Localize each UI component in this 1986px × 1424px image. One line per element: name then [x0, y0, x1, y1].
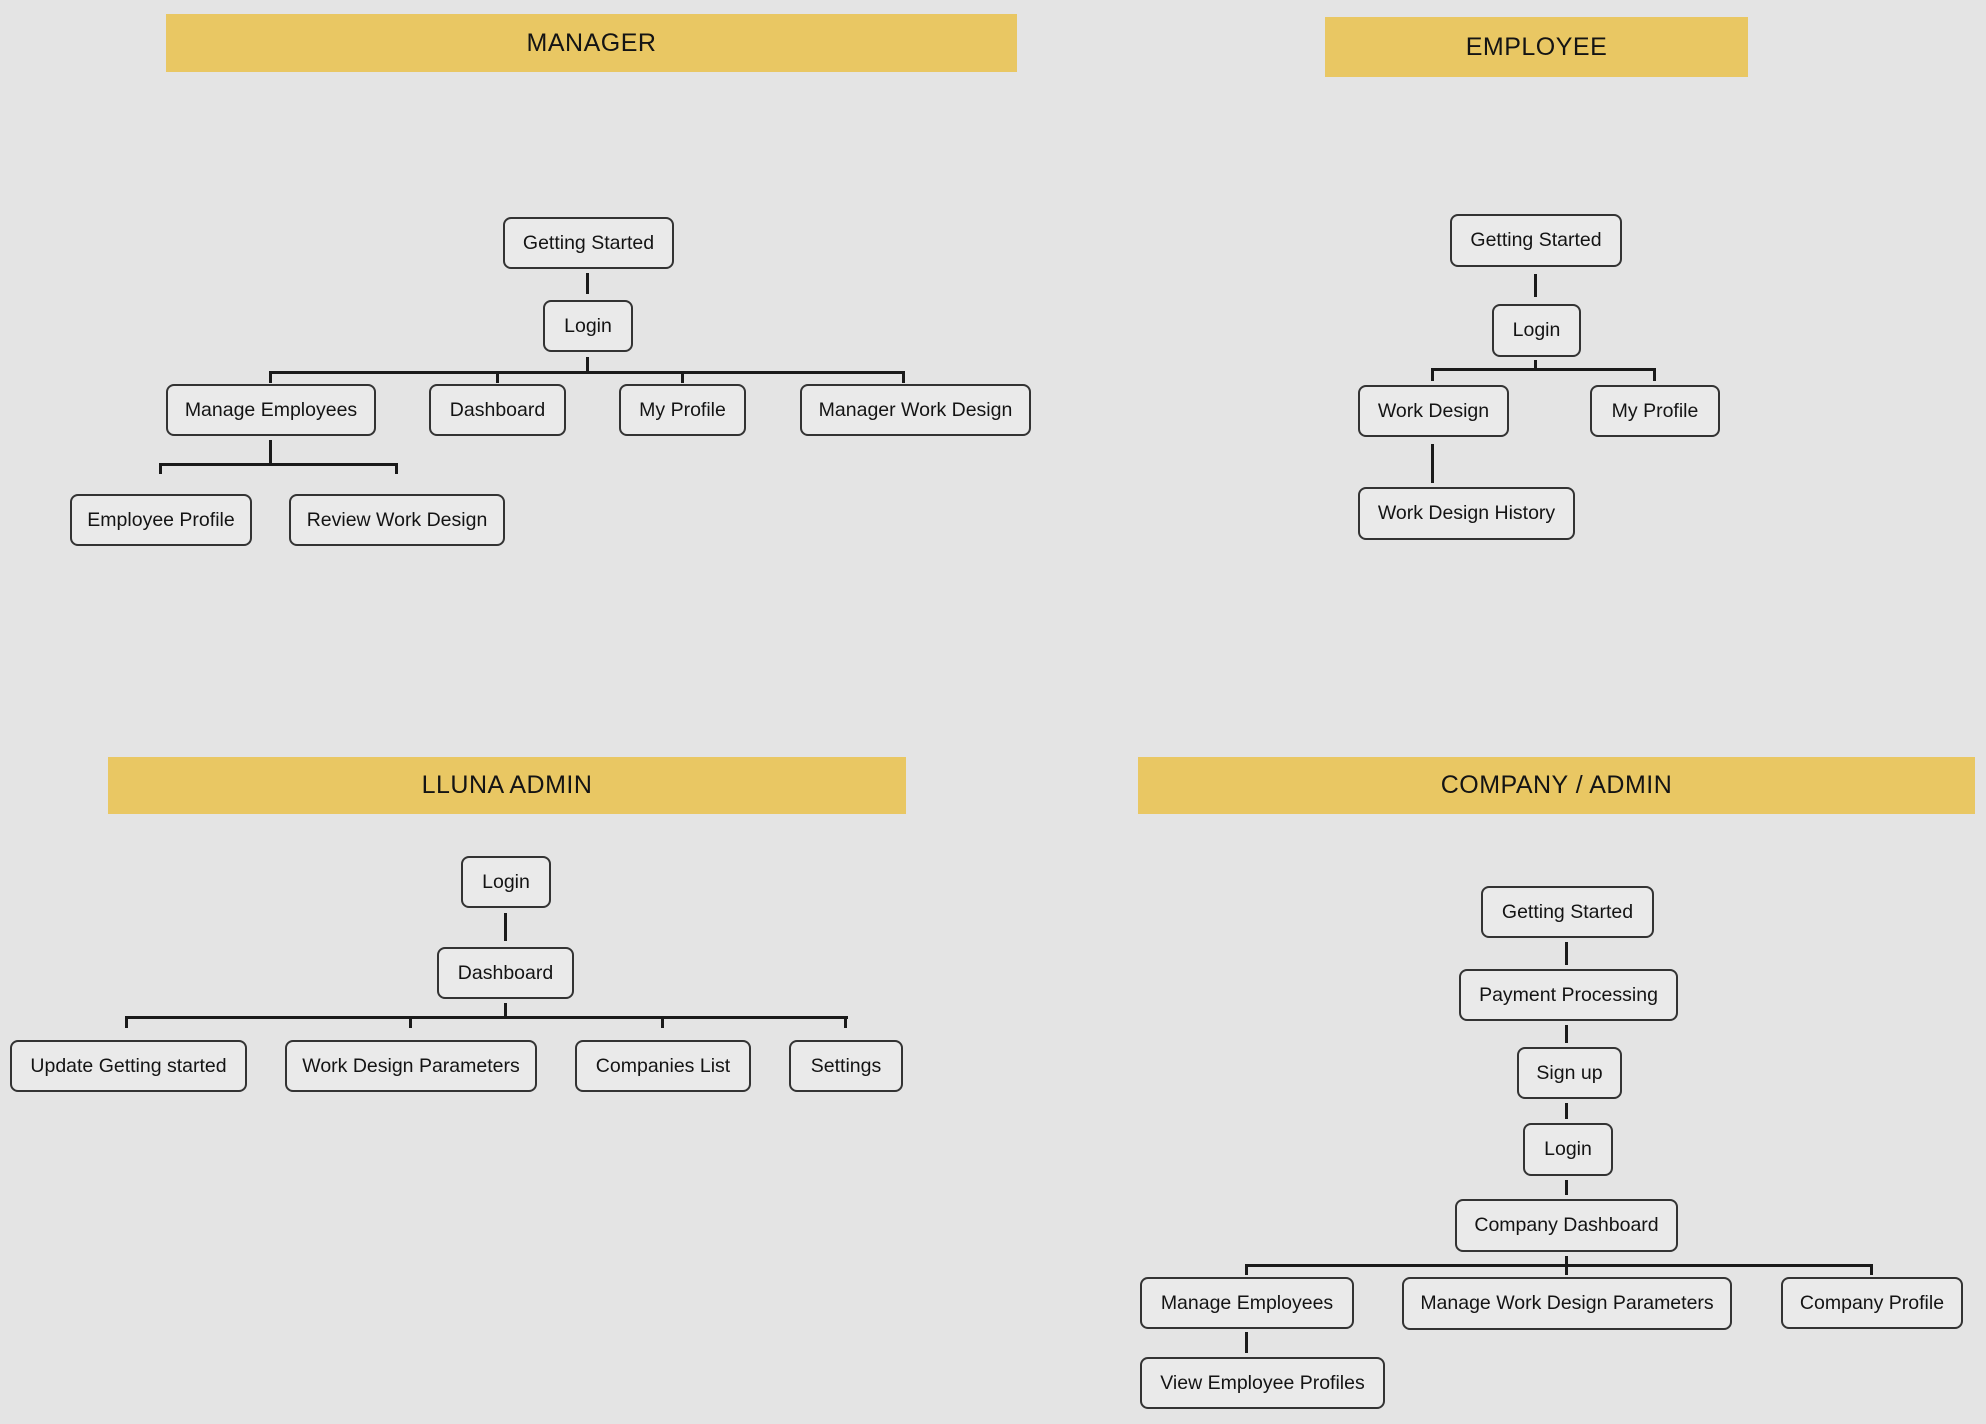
connector [1565, 1103, 1568, 1119]
connector [1245, 1264, 1248, 1275]
node-lluna-work-design-parameters: Work Design Parameters [285, 1040, 537, 1092]
connector [681, 371, 684, 383]
connector [409, 1016, 412, 1028]
node-employee-work-design-history: Work Design History [1358, 487, 1575, 540]
lluna-admin-header: LLUNA ADMIN [108, 757, 906, 814]
node-lluna-companies-list: Companies List [575, 1040, 751, 1092]
node-company-view-employee-profiles: View Employee Profiles [1140, 1357, 1385, 1409]
connector [1246, 1264, 1873, 1267]
connector [902, 371, 905, 383]
node-employee-login: Login [1492, 304, 1581, 357]
connector [1565, 942, 1568, 965]
node-manager-getting-started: Getting Started [503, 217, 674, 269]
node-manager-dashboard: Dashboard [429, 384, 566, 436]
connector [1245, 1332, 1248, 1353]
connector [395, 463, 398, 474]
node-company-payment-processing: Payment Processing [1459, 969, 1678, 1021]
connector [1432, 368, 1656, 371]
connector [1534, 360, 1537, 369]
connector [160, 463, 398, 466]
connector [1565, 1180, 1568, 1195]
connector [586, 357, 589, 372]
node-employee-work-design: Work Design [1358, 385, 1509, 437]
node-manager-employee-profile: Employee Profile [70, 494, 252, 546]
node-company-profile: Company Profile [1781, 1277, 1963, 1329]
connector [1565, 1256, 1568, 1265]
node-company-sign-up: Sign up [1517, 1047, 1622, 1099]
manager-header: MANAGER [166, 14, 1017, 72]
connector [1870, 1264, 1873, 1275]
connector [1534, 274, 1537, 297]
connector [271, 371, 905, 374]
employee-header: EMPLOYEE [1325, 17, 1748, 77]
connector [1431, 368, 1434, 381]
node-manager-manage-employees: Manage Employees [166, 384, 376, 436]
connector [159, 463, 162, 474]
connector [1431, 444, 1434, 483]
node-lluna-update-getting-started: Update Getting started [10, 1040, 247, 1092]
connector [504, 913, 507, 941]
connector [661, 1016, 664, 1028]
node-company-login: Login [1523, 1123, 1613, 1176]
node-manager-login: Login [543, 300, 633, 352]
node-company-dashboard: Company Dashboard [1455, 1199, 1678, 1252]
node-employee-my-profile: My Profile [1590, 385, 1720, 437]
connector [125, 1016, 128, 1028]
connector [1653, 368, 1656, 381]
connector [1565, 1264, 1568, 1275]
node-lluna-login: Login [461, 856, 551, 908]
connector [269, 371, 272, 383]
node-manager-my-profile: My Profile [619, 384, 746, 436]
connector [586, 273, 589, 294]
connector [269, 440, 272, 464]
node-manager-review-work-design: Review Work Design [289, 494, 505, 546]
node-employee-getting-started: Getting Started [1450, 214, 1622, 267]
node-company-manage-employees: Manage Employees [1140, 1277, 1354, 1329]
connector [504, 1003, 507, 1017]
node-company-manage-work-design-parameters: Manage Work Design Parameters [1402, 1277, 1732, 1330]
node-company-getting-started: Getting Started [1481, 886, 1654, 938]
connector [126, 1016, 848, 1019]
connector [1565, 1025, 1568, 1043]
company-admin-header: COMPANY / ADMIN [1138, 757, 1975, 814]
connector [844, 1016, 847, 1028]
node-manager-work-design: Manager Work Design [800, 384, 1031, 436]
connector [496, 371, 499, 383]
node-lluna-dashboard: Dashboard [437, 947, 574, 999]
node-lluna-settings: Settings [789, 1040, 903, 1092]
